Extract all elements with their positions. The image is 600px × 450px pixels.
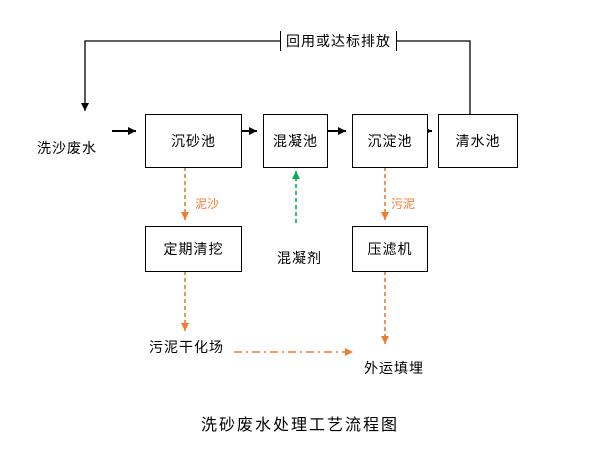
box-grit-chamber: 沉砂池: [145, 114, 242, 168]
sediment-stream-label: 泥沙: [195, 197, 220, 211]
sludge-stream-label: 污泥: [391, 197, 416, 211]
recycle-label: 回用或达标排放: [280, 31, 397, 51]
box-periodic-dredging: 定期清挖: [145, 226, 242, 272]
sludge-drying-field-label: 污泥干化场: [149, 339, 224, 355]
box-sedimentation-tank: 沉淀池: [352, 114, 428, 168]
box-coagulation-tank: 混凝池: [263, 114, 328, 168]
box-filter-press: 压滤机: [352, 226, 428, 272]
landfill-label: 外运填埋: [364, 360, 424, 376]
inlet-label: 洗沙废水: [37, 140, 97, 156]
box-clearwater-tank: 清水池: [438, 114, 518, 168]
recycle-return-line: [81, 40, 471, 114]
coagulant-label: 混凝剂: [277, 250, 322, 266]
diagram-title: 洗砂废水处理工艺流程图: [200, 417, 399, 434]
